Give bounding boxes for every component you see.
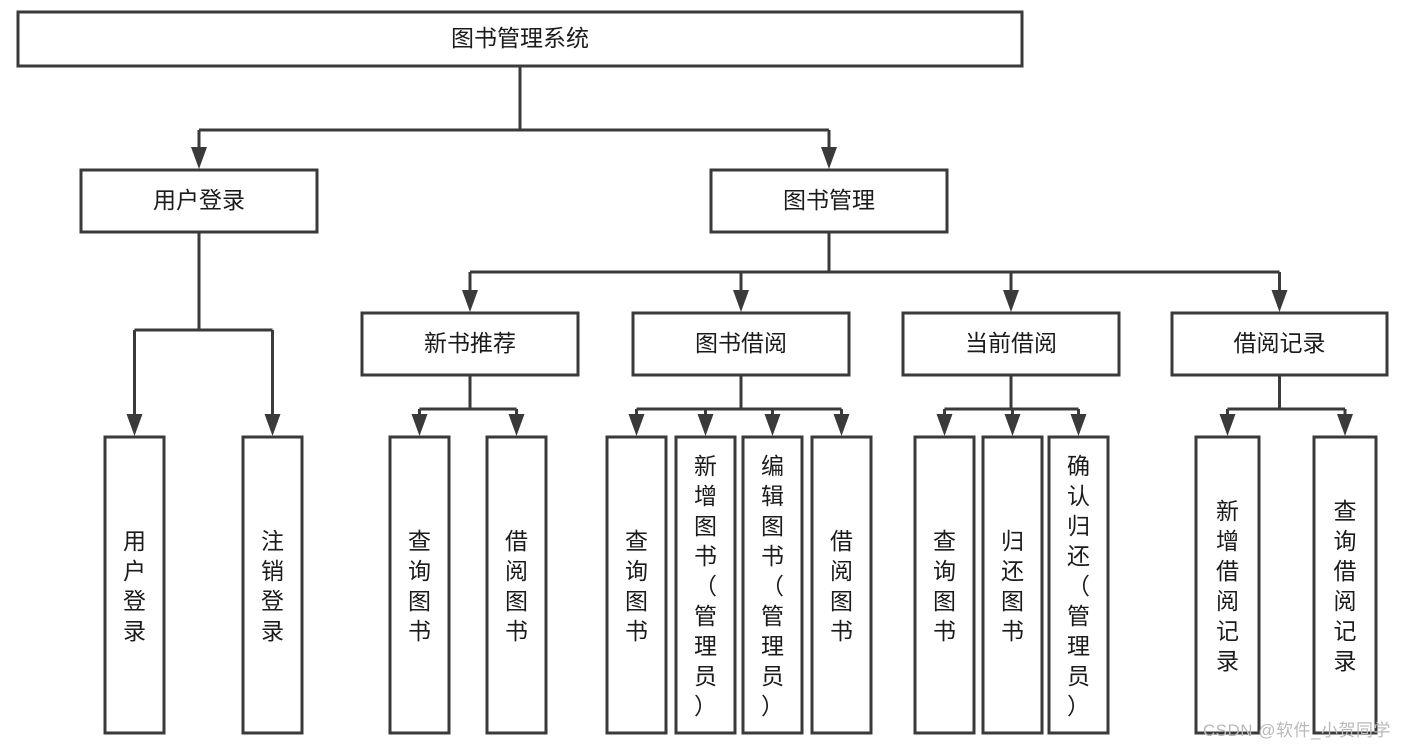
arrow-head-icon — [821, 147, 837, 169]
node-label: 查询图书 — [408, 528, 431, 644]
node-box[interactable] — [674, 435, 737, 735]
arrow-head-icon — [936, 414, 953, 436]
node-box[interactable] — [1312, 435, 1378, 735]
arrow-head-icon — [1219, 414, 1236, 436]
node-label: 图书管理 — [783, 187, 875, 213]
node-label: 查询图书 — [625, 528, 648, 644]
arrow-head-icon — [264, 414, 281, 436]
node-label: 注销登录 — [261, 528, 284, 644]
node-label: 新增借阅记录 — [1216, 498, 1239, 674]
node-借阅记录[interactable]: 借阅记录 — [1170, 311, 1389, 377]
arrow-head-icon — [1271, 290, 1288, 312]
node-label: 借阅图书 — [505, 528, 528, 644]
node-box[interactable] — [241, 435, 304, 735]
connector-layer — [126, 66, 1353, 436]
node-box[interactable] — [16, 10, 1024, 68]
node-查询图书[interactable]: 查询图书 — [605, 435, 668, 735]
node-box[interactable] — [103, 435, 166, 735]
node-图书管理[interactable]: 图书管理 — [709, 168, 949, 234]
node-label: 确认归还（管理员） — [1067, 453, 1090, 719]
node-box[interactable] — [1047, 435, 1110, 735]
node-label: 借阅记录 — [1234, 330, 1326, 356]
arrow-head-icon — [697, 414, 714, 436]
node-box[interactable] — [1194, 435, 1261, 735]
arrow-head-icon — [1337, 414, 1353, 436]
arrow-head-icon — [1070, 414, 1087, 436]
arrow-head-icon — [764, 414, 781, 436]
node-编辑图书管理员[interactable]: 编辑图书（管理员） — [741, 435, 804, 735]
node-label: 归还图书 — [1001, 528, 1024, 644]
node-box[interactable] — [810, 435, 873, 735]
node-查询图书[interactable]: 查询图书 — [913, 435, 976, 735]
node-box[interactable] — [741, 435, 804, 735]
node-用户登录[interactable]: 用户登录 — [79, 168, 319, 234]
node-box[interactable] — [605, 435, 668, 735]
node-label: 查询图书 — [933, 528, 956, 644]
node-label: 查询借阅记录 — [1334, 498, 1357, 674]
node-box[interactable] — [360, 311, 580, 377]
arrow-head-icon — [733, 290, 749, 312]
node-用户登录[interactable]: 用户登录 — [103, 435, 166, 735]
node-label: 用户登录 — [123, 528, 146, 644]
node-box[interactable] — [709, 168, 949, 234]
node-label: 编辑图书（管理员） — [761, 453, 784, 719]
node-label: 新增图书（管理员） — [694, 453, 717, 719]
node-确认归还管理员[interactable]: 确认归还（管理员） — [1047, 435, 1110, 735]
node-label: 用户登录 — [153, 187, 245, 213]
node-借阅图书[interactable]: 借阅图书 — [810, 435, 873, 735]
node-box[interactable] — [913, 435, 976, 735]
node-借阅图书[interactable]: 借阅图书 — [485, 435, 548, 735]
node-label: 图书管理系统 — [451, 25, 589, 51]
arrow-head-icon — [411, 414, 428, 436]
node-box[interactable] — [79, 168, 319, 234]
arrow-head-icon — [833, 414, 850, 436]
node-label: 当前借阅 — [965, 330, 1057, 356]
node-box[interactable] — [901, 311, 1121, 377]
arrow-head-icon — [508, 414, 525, 436]
node-root-图书管理系统[interactable]: 图书管理系统 — [16, 10, 1024, 68]
node-box[interactable] — [485, 435, 548, 735]
node-box[interactable] — [1170, 311, 1389, 377]
node-label: 新书推荐 — [424, 330, 516, 356]
arrow-head-icon — [462, 290, 478, 312]
node-layer: 图书管理系统用户登录图书管理用户登录注销登录新书推荐图书借阅当前借阅借阅记录查询… — [16, 10, 1389, 735]
arrow-head-icon — [628, 414, 645, 436]
node-新增借阅记录[interactable]: 新增借阅记录 — [1194, 435, 1261, 735]
node-注销登录[interactable]: 注销登录 — [241, 435, 304, 735]
node-归还图书[interactable]: 归还图书 — [981, 435, 1044, 735]
node-图书借阅[interactable]: 图书借阅 — [631, 311, 851, 377]
node-box[interactable] — [981, 435, 1044, 735]
node-新书推荐[interactable]: 新书推荐 — [360, 311, 580, 377]
arrow-head-icon — [191, 147, 207, 169]
node-box[interactable] — [388, 435, 451, 735]
node-查询图书[interactable]: 查询图书 — [388, 435, 451, 735]
arrow-head-icon — [1004, 414, 1021, 436]
node-label: 图书借阅 — [695, 330, 787, 356]
node-新增图书管理员[interactable]: 新增图书（管理员） — [674, 435, 737, 735]
arrow-head-icon — [1003, 290, 1019, 312]
node-当前借阅[interactable]: 当前借阅 — [901, 311, 1121, 377]
node-label: 借阅图书 — [830, 528, 853, 644]
node-查询借阅记录[interactable]: 查询借阅记录 — [1312, 435, 1378, 735]
arrow-head-icon — [126, 414, 143, 436]
node-box[interactable] — [631, 311, 851, 377]
